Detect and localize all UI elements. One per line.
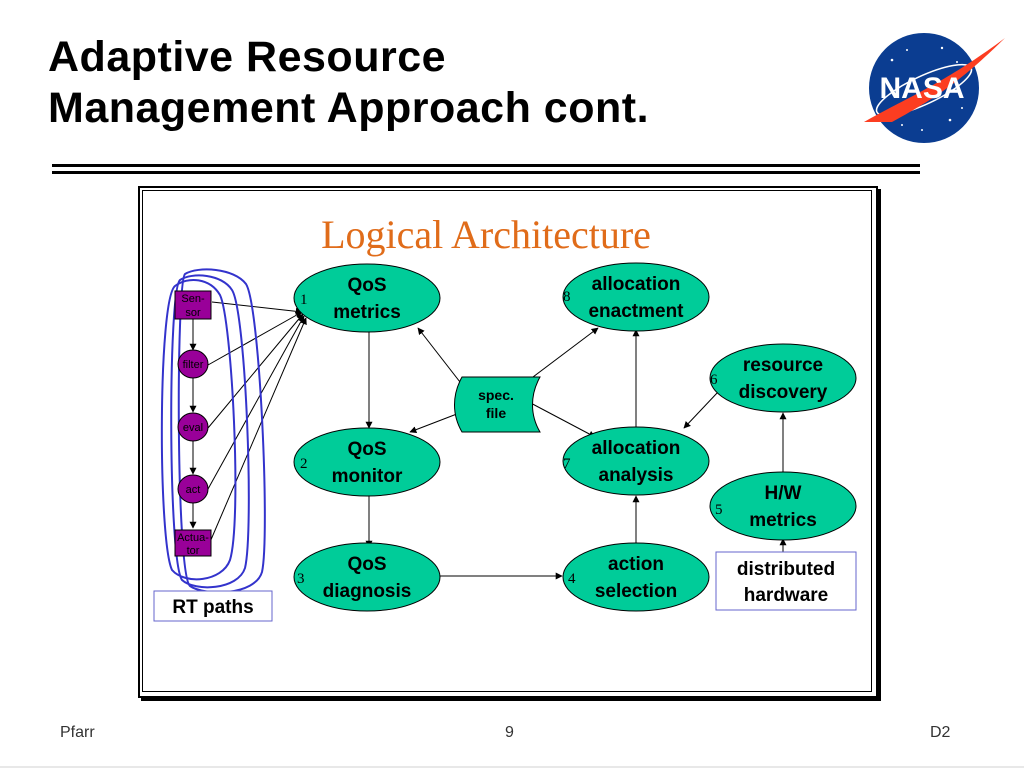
qos-monitor-label-2: monitor <box>332 466 403 487</box>
slide-title-line-2: Management Approach cont. <box>48 84 650 132</box>
qos-monitor-number: 2 <box>300 456 308 472</box>
allocation-analysis-node <box>562 426 710 496</box>
rt-path-loop-1 <box>160 278 237 581</box>
flow-arrows <box>189 301 787 580</box>
action-selection-node <box>562 542 710 612</box>
allocation-enactment-label-2: enactment <box>588 301 684 322</box>
nasa-logo-text: NASA <box>879 72 964 105</box>
arrow-actuator-to-metrics <box>209 317 307 543</box>
action-selection-label-2: selection <box>595 581 677 602</box>
rt-path-loops <box>160 268 266 594</box>
qos-diagnosis-number: 3 <box>297 571 305 587</box>
qos-diagnosis-node <box>293 542 441 612</box>
spec-file-label-2: file <box>486 405 506 421</box>
action-selection-number: 4 <box>568 571 576 587</box>
nasa-logo: NASA <box>864 33 1005 143</box>
action-selection-label-1: action <box>608 554 664 575</box>
eval-node <box>177 412 209 442</box>
title-rule-bottom <box>52 171 920 174</box>
qos-monitor-node <box>293 427 441 497</box>
distributed-hardware-label-2: hardware <box>744 585 828 606</box>
footer-author: Pfarr <box>60 724 95 741</box>
qos-metrics-label-2: metrics <box>333 302 401 323</box>
allocation-analysis-number: 7 <box>563 456 571 472</box>
resource-discovery-label-2: discovery <box>739 382 828 403</box>
sensor-label-2: sor <box>185 307 201 319</box>
diagram-frame-inner <box>142 190 872 692</box>
arrow-filter-to-metrics <box>207 311 303 366</box>
filter-label: filter <box>183 359 204 371</box>
rt-paths-label: RT paths <box>172 597 253 618</box>
hw-metrics-node <box>709 471 857 541</box>
allocation-enactment-label-1: allocation <box>592 274 681 295</box>
rt-chain: Sen- sor filter eval act Actua- tor <box>174 290 212 557</box>
qos-diagnosis-label-2: diagnosis <box>323 581 412 602</box>
arrow-spec-to-analysis <box>524 399 596 438</box>
qos-monitor-label-1: QoS <box>347 439 386 460</box>
diagram-heading: Logical Architecture <box>321 212 651 257</box>
qos-metrics-label-1: QoS <box>347 275 386 296</box>
spec-file-shape <box>454 376 541 433</box>
act-label: act <box>186 484 201 496</box>
hw-metrics-label-1: H/W <box>765 483 802 504</box>
rt-path-loop-2 <box>170 274 250 589</box>
arrow-spec-to-monitor <box>409 411 463 434</box>
arrow-act-to-metrics <box>207 315 305 490</box>
process-nodes: QoS metrics 1 QoS monitor 2 QoS diagnosi… <box>293 262 857 612</box>
allocation-enactment-node <box>562 262 710 332</box>
arrow-spec-to-metrics <box>417 327 461 383</box>
allocation-enactment-number: 8 <box>563 289 571 305</box>
hw-metrics-number: 5 <box>715 502 723 518</box>
resource-discovery-node <box>709 343 857 413</box>
sensor-label-1: Sen- <box>181 293 205 305</box>
actuator-box <box>174 529 212 557</box>
footer-page-number: 9 <box>505 724 514 741</box>
footer-section: D2 <box>930 724 951 741</box>
slide-title-line-1: Adaptive Resource <box>48 33 447 81</box>
qos-diagnosis-label-1: QoS <box>347 554 386 575</box>
hw-metrics-label-2: metrics <box>749 510 817 531</box>
qos-metrics-number: 1 <box>300 292 308 308</box>
resource-discovery-number: 6 <box>710 372 718 388</box>
arrow-discovery-to-analysis <box>683 391 719 429</box>
spec-file-label-1: spec. <box>478 387 514 403</box>
allocation-analysis-label-2: analysis <box>599 465 674 486</box>
act-node <box>177 474 209 504</box>
arrow-spec-to-enactment <box>524 327 599 384</box>
slide-title: Adaptive Resource Management Approach co… <box>48 32 649 134</box>
distributed-hardware-box <box>715 551 857 611</box>
rt-path-loop-3 <box>177 268 266 594</box>
actuator-label-1: Actua- <box>177 532 209 544</box>
title-rule-top <box>52 164 920 167</box>
nasa-logo-stars <box>885 46 963 131</box>
arrow-eval-to-metrics <box>207 313 304 429</box>
actuator-label-2: tor <box>187 545 200 557</box>
filter-node <box>177 349 209 379</box>
arrow-sensor-to-metrics <box>211 301 303 315</box>
qos-metrics-node <box>293 263 441 333</box>
sensor-box <box>174 290 212 320</box>
footer-bar <box>0 766 1024 768</box>
distributed-hardware-label-1: distributed <box>737 559 835 580</box>
rt-paths-box <box>153 590 273 622</box>
resource-discovery-label-1: resource <box>743 355 823 376</box>
eval-label: eval <box>183 422 203 434</box>
allocation-analysis-label-1: allocation <box>592 438 681 459</box>
